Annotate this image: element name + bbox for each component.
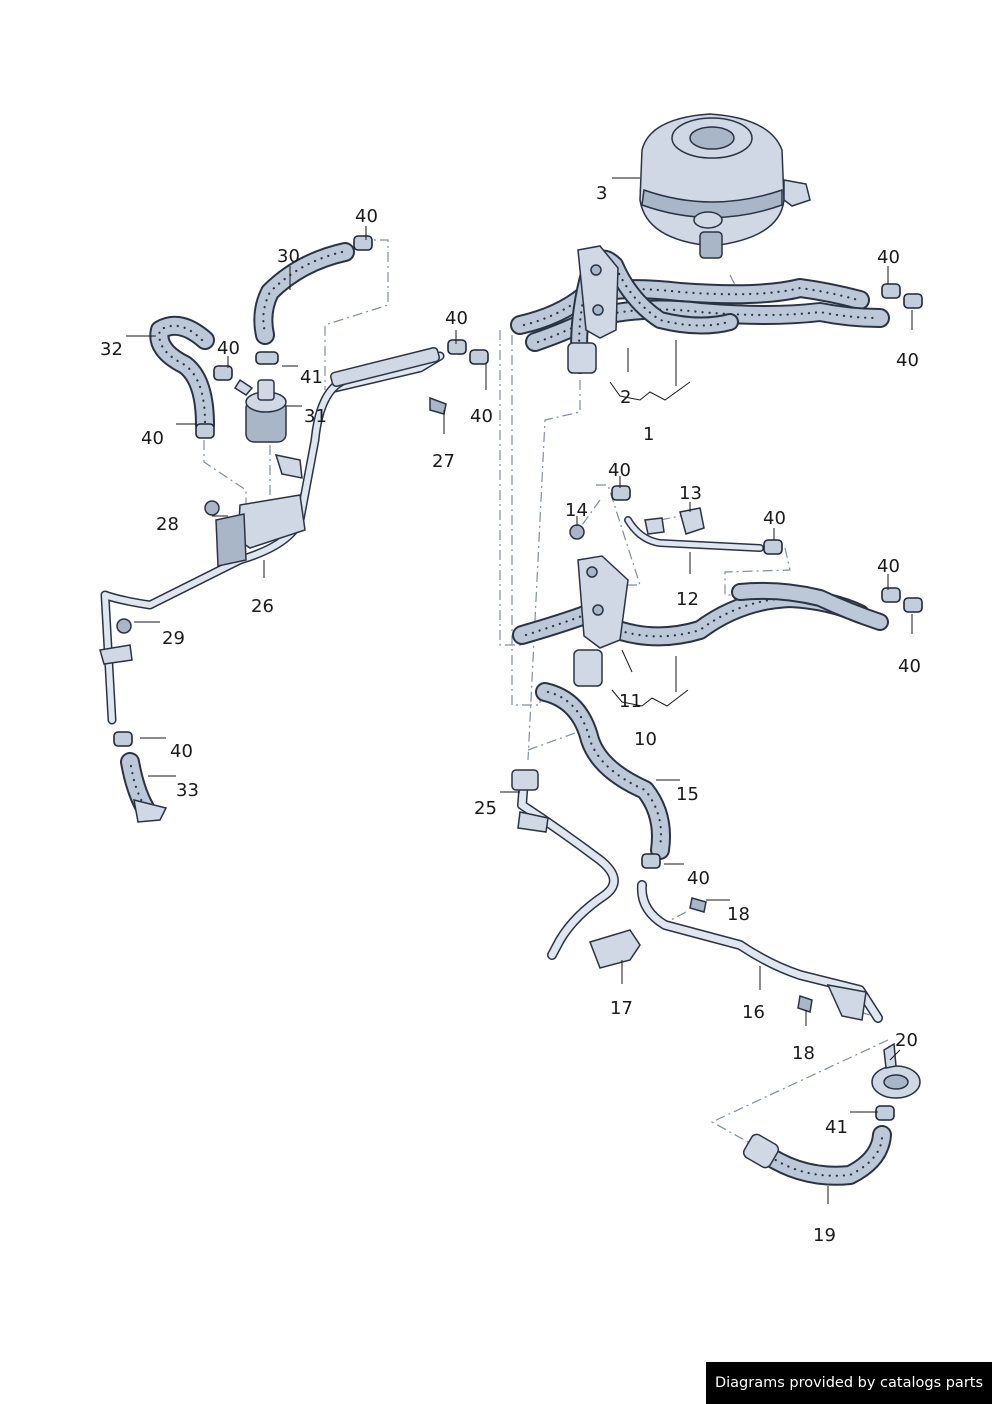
label-18-b: 18 <box>792 1043 815 1064</box>
pipe-12 <box>624 507 764 552</box>
leader-lines <box>126 177 913 1204</box>
label-26: 26 <box>251 596 274 617</box>
label-16: 16 <box>742 1002 765 1023</box>
label-40-l: 40 <box>170 741 193 762</box>
label-40-i: 40 <box>763 508 786 529</box>
assembly-guide-lines <box>203 239 889 1143</box>
lower-pipes <box>511 769 883 1023</box>
loose-hoses <box>120 242 892 1186</box>
upper-hose-bundle <box>510 245 890 374</box>
footer-credit: Diagrams provided by catalogs parts <box>706 1362 992 1404</box>
label-33: 33 <box>176 780 199 801</box>
label-40-d: 40 <box>445 308 468 329</box>
small-hardware <box>116 347 813 1013</box>
label-18-a: 18 <box>727 904 750 925</box>
label-28: 28 <box>156 514 179 535</box>
pump-31 <box>233 378 287 443</box>
label-27: 27 <box>432 451 455 472</box>
label-41-b: 41 <box>825 1117 848 1138</box>
label-31: 31 <box>304 406 327 427</box>
label-1: 1 <box>643 424 654 445</box>
label-40-a: 40 <box>355 206 378 227</box>
label-13: 13 <box>679 483 702 504</box>
label-40-e: 40 <box>470 406 493 427</box>
label-25: 25 <box>474 798 497 819</box>
label-40-m: 40 <box>687 868 710 889</box>
part-labels: 3 40 30 32 40 41 31 40 40 40 27 40 40 2 … <box>100 183 921 1246</box>
label-11: 11 <box>619 691 642 712</box>
label-40-c: 40 <box>141 428 164 449</box>
hose-clamps <box>113 235 923 1121</box>
sensor-20 <box>871 1042 921 1099</box>
middle-hose-bundle <box>512 555 889 687</box>
label-40-k: 40 <box>898 656 921 677</box>
label-17: 17 <box>610 998 633 1019</box>
label-2: 2 <box>620 387 631 408</box>
label-32: 32 <box>100 339 123 360</box>
label-14: 14 <box>565 500 588 521</box>
label-12: 12 <box>676 589 699 610</box>
label-30: 30 <box>277 246 300 267</box>
label-40-b: 40 <box>217 338 240 359</box>
label-15: 15 <box>676 784 699 805</box>
pipe-26 <box>99 351 445 725</box>
label-29: 29 <box>162 628 185 649</box>
expansion-tank <box>639 113 811 259</box>
label-40-f: 40 <box>877 247 900 268</box>
label-41-a: 41 <box>300 367 323 388</box>
label-40-j: 40 <box>877 556 900 577</box>
label-40-g: 40 <box>896 350 919 371</box>
label-3: 3 <box>596 183 607 204</box>
label-20: 20 <box>895 1030 918 1051</box>
label-10: 10 <box>634 729 657 750</box>
label-40-h: 40 <box>608 460 631 481</box>
label-19: 19 <box>813 1225 836 1246</box>
